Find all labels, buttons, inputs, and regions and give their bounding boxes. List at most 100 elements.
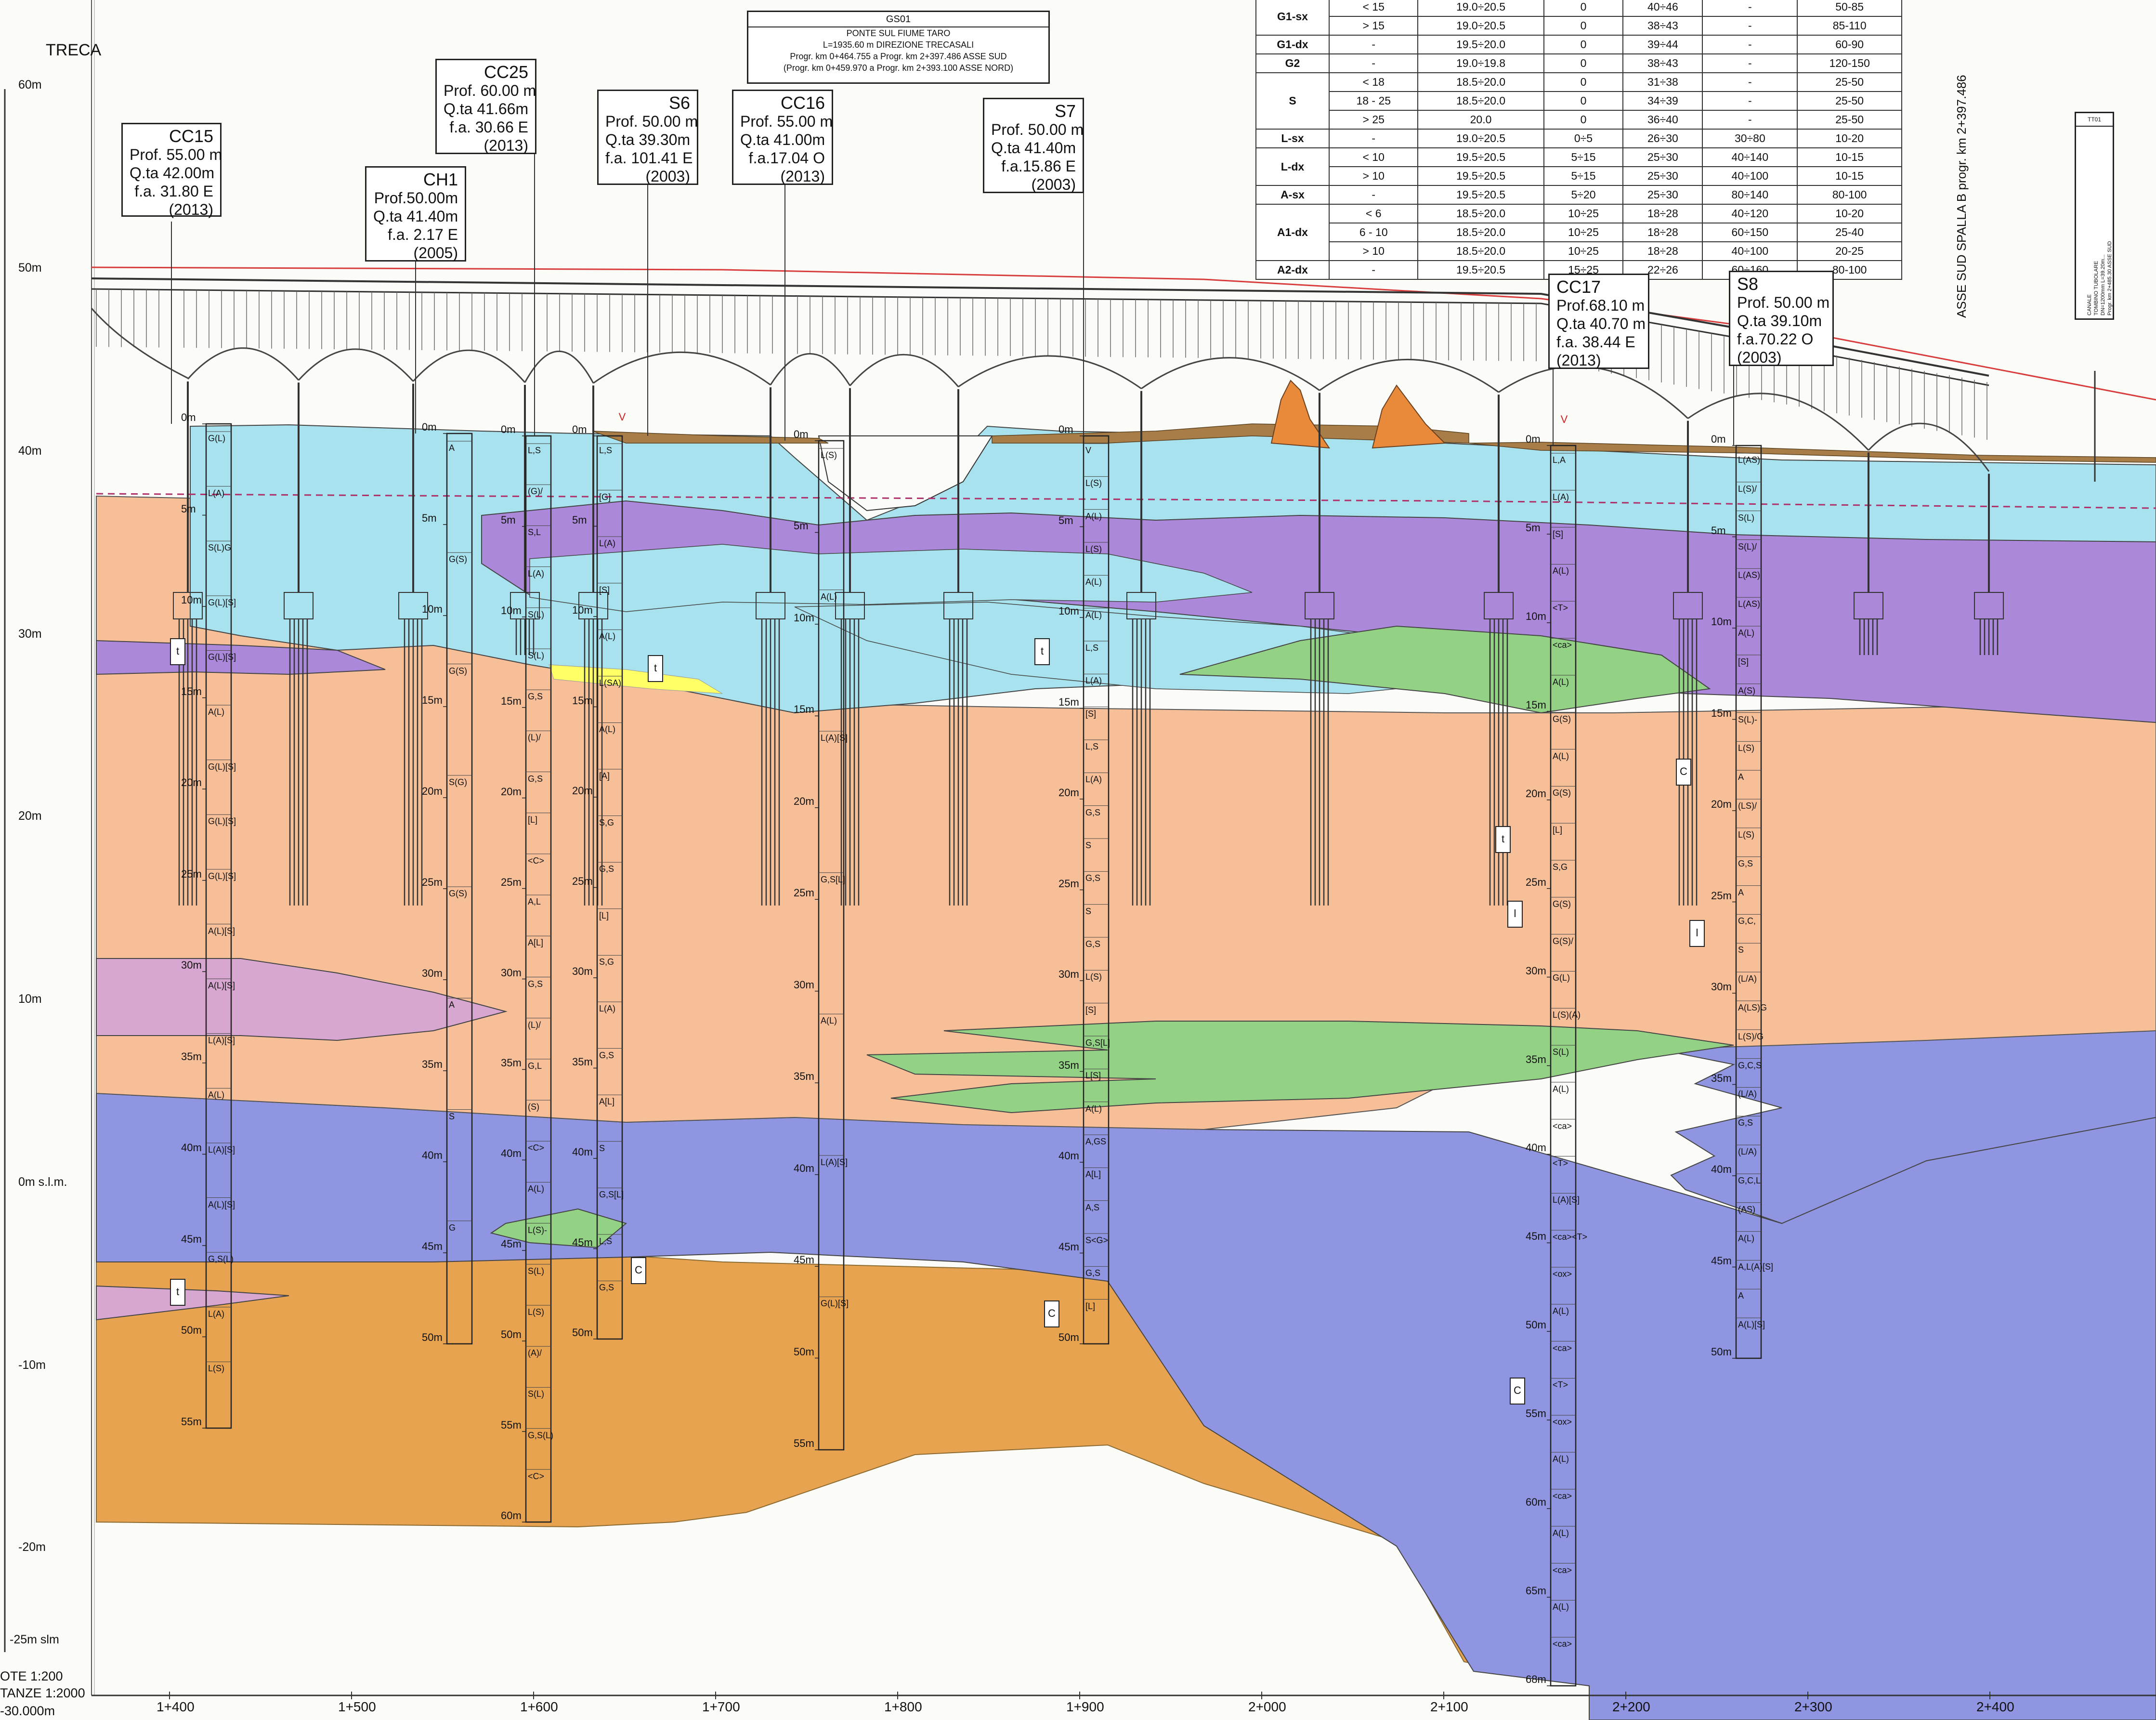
stratum-code: [S] xyxy=(1738,656,1749,667)
title-line-4: (Progr. km 0+459.970 a Progr. km 2+393.1… xyxy=(783,63,1014,73)
param-cell: 25-50 xyxy=(1797,91,1902,111)
depth-label: 60m xyxy=(1526,1496,1546,1509)
param-cell: - xyxy=(1702,16,1798,36)
depth-label: 25m xyxy=(501,876,522,888)
depth-label: 5m xyxy=(572,513,587,526)
stratum-code: (A)/ xyxy=(528,1348,542,1358)
param-cell: 25÷30 xyxy=(1622,147,1703,167)
depth-label: 15m xyxy=(501,695,522,707)
stratum-code: A,L(A)[S] xyxy=(1738,1262,1774,1272)
stratum-code: G(S) xyxy=(1553,714,1571,724)
stratum-code: [S] xyxy=(1553,529,1564,539)
param-cell: 0 xyxy=(1543,0,1624,17)
param-cell: 0÷5 xyxy=(1543,129,1624,148)
depth-label: 20m xyxy=(794,795,814,807)
stratum-code: V xyxy=(1085,446,1092,455)
stratum-code: G,S[L] xyxy=(1085,1038,1111,1048)
param-cell: 25-40 xyxy=(1797,223,1902,242)
stratum-code: A(L) xyxy=(1085,1103,1102,1114)
stratum-code: G,S xyxy=(1738,858,1753,868)
depth-label: 10m xyxy=(794,611,814,624)
param-group: L-sx xyxy=(1255,129,1330,148)
elev-label-minus10: -10m xyxy=(18,1358,46,1372)
stratum-code: S,G xyxy=(1553,862,1568,872)
depth-label: 60m xyxy=(501,1510,522,1522)
depth-label: 0m xyxy=(1711,433,1726,445)
stratum-code: S xyxy=(449,1111,455,1121)
depth-label: 45m xyxy=(1711,1254,1732,1267)
param-cell: 6 - 10 xyxy=(1328,223,1419,242)
param-cell: 80-100 xyxy=(1797,185,1902,205)
stratum-code: S(G) xyxy=(449,777,467,787)
param-cell: - xyxy=(1328,185,1419,205)
depth-label: 0m xyxy=(1058,423,1073,435)
depth-label: 0m xyxy=(572,423,587,435)
culvert-line-4: Progr. km 2+485.30 ASSE SUD xyxy=(2107,241,2113,315)
stratum-code: A(L)[S] xyxy=(208,926,235,936)
stratum-code: (L)/ xyxy=(528,733,541,743)
stratum-code: A(L) xyxy=(528,1184,545,1194)
stratum-code: (LS)/ xyxy=(1738,801,1757,811)
depth-label: 5m xyxy=(501,513,516,526)
title-line-3: Progr. km 0+464.755 a Progr. km 2+397.48… xyxy=(790,52,1007,61)
progressive-2100: 2+100 xyxy=(1430,1699,1468,1714)
stratum-code: L(A) xyxy=(1553,492,1569,502)
stratum-code: G(L)[S] xyxy=(821,1299,849,1309)
stratum-code: [S] xyxy=(1085,1005,1097,1015)
param-group: S xyxy=(1255,72,1330,130)
stratum-code: L(S) xyxy=(1085,544,1102,554)
stratum-code: L(S) xyxy=(1085,972,1102,982)
stratum-code: L(S) xyxy=(821,450,837,460)
param-cell: 0 xyxy=(1543,110,1624,130)
depth-label: 55m xyxy=(794,1437,814,1449)
stratum-code: A(LS)G xyxy=(1738,1002,1767,1012)
param-cell: 38÷43 xyxy=(1622,53,1703,73)
param-cell: - xyxy=(1702,53,1798,73)
layer-pink-lens-2 xyxy=(96,1285,289,1321)
stratum-code: A(L) xyxy=(1085,577,1102,587)
elev-label-30: 30m xyxy=(18,627,42,641)
depth-label: 50m xyxy=(794,1345,814,1358)
depth-label: 45m xyxy=(794,1254,814,1266)
param-cell: - xyxy=(1328,129,1419,148)
stratum-code: A(L) xyxy=(1553,751,1569,761)
bridge-title-box: GS01 PONTE SUL FIUME TARO L=1935.60 m DI… xyxy=(747,11,1050,84)
stratum-code: L(S) xyxy=(1085,478,1102,488)
sample-marker-l: l xyxy=(1689,920,1705,947)
elev-label-50: 50m xyxy=(18,261,42,275)
stratum-code: <T> xyxy=(1553,603,1568,613)
param-cell: 19.0÷20.5 xyxy=(1417,129,1544,148)
borehole-quota: Q.ta 39.10m xyxy=(1737,312,1822,329)
param-cell: 0 xyxy=(1543,72,1624,92)
stratum-code: G(S)/ xyxy=(1553,936,1573,946)
sample-marker-c: C xyxy=(631,1257,646,1284)
depth-label: 25m xyxy=(181,867,202,880)
stratum-code: A(L) xyxy=(1553,1084,1569,1094)
borehole-depth: Prof.50.00m xyxy=(374,189,458,207)
depth-label: 5m xyxy=(422,512,437,524)
stratum-code: L,S xyxy=(528,446,541,455)
depth-label: 55m xyxy=(501,1419,522,1431)
stratum-code: G,L xyxy=(528,1061,542,1071)
borehole-quota: Q.ta 40.70 m xyxy=(1556,315,1646,332)
depth-label: 45m xyxy=(572,1236,593,1248)
param-cell: 0 xyxy=(1543,91,1624,111)
stratum-code: (L/A) xyxy=(1738,1089,1757,1099)
borehole-water: f.a.17.04 O xyxy=(748,149,825,167)
culvert-box-tt01: TT01 CANALE TOMBINO TUBOLARE DN=1200mm L… xyxy=(2075,112,2114,320)
param-cell: 25÷30 xyxy=(1622,166,1703,186)
param-cell: 25-50 xyxy=(1797,72,1902,92)
elev-label-40: 40m xyxy=(18,444,42,458)
borehole-water: f.a.15.86 E xyxy=(1001,158,1076,175)
borehole-quota: Q.ta 41.40m xyxy=(373,208,458,225)
param-cell: > 25 xyxy=(1328,110,1419,130)
borehole-year: (2005) xyxy=(413,244,458,262)
stratum-code: (AS) xyxy=(1738,1204,1755,1214)
stratum-code: A(L) xyxy=(1738,628,1755,638)
param-group: A1-dx xyxy=(1255,204,1330,261)
param-cell: 20.0 xyxy=(1417,110,1544,130)
depth-label: 5m xyxy=(794,520,809,532)
layer-silt-lens xyxy=(529,544,1253,612)
